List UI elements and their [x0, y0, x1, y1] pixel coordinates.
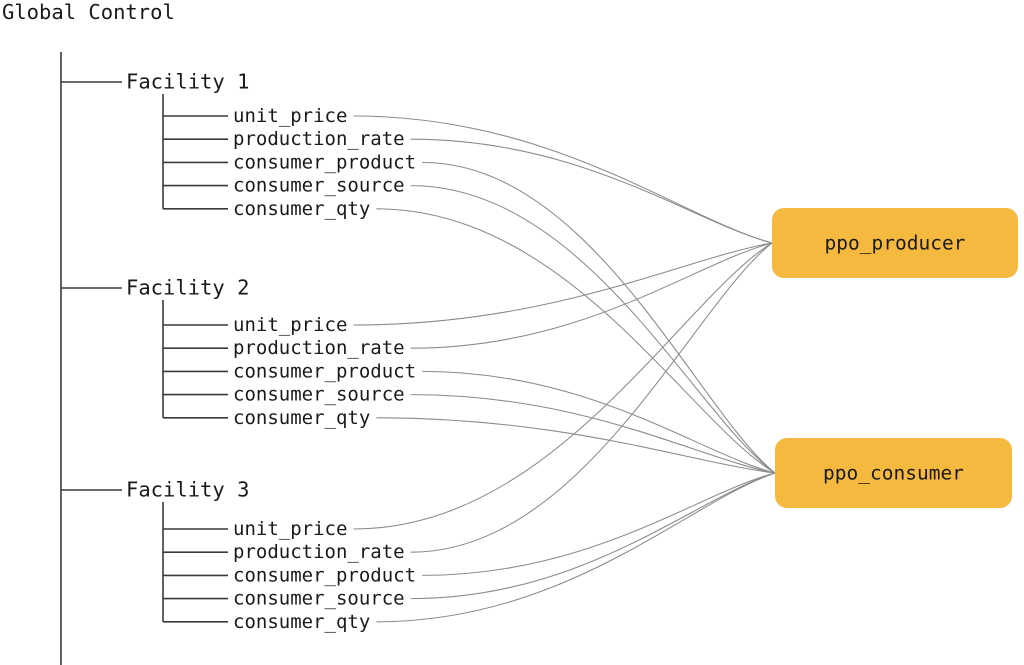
policy-node-ppo_producer[interactable] [772, 208, 1018, 278]
attribute-label: unit_price [233, 518, 347, 540]
attribute-to-policy-connector [410, 242, 773, 349]
policy-node-ppo_consumer[interactable] [775, 438, 1012, 508]
attribute-label: production_rate [233, 128, 405, 150]
attribute-label: unit_price [233, 314, 347, 336]
attribute-to-policy-connector [353, 242, 773, 530]
attribute-to-policy-connector [353, 115, 773, 244]
facility-label: Facility 1 [126, 70, 249, 94]
attribute-to-policy-connector [410, 394, 776, 474]
attribute-to-policy-connector [410, 472, 776, 600]
attribute-to-policy-connector [376, 208, 776, 474]
attribute-to-policy-connector [410, 242, 773, 553]
attribute-label: consumer_qty [233, 611, 370, 633]
attribute-label: consumer_source [233, 175, 405, 197]
attribute-label: consumer_qty [233, 407, 370, 429]
facility-label: Facility 3 [126, 478, 249, 502]
attribute-to-policy-connector [422, 472, 776, 576]
tree-line-group [60, 52, 228, 665]
attribute-label: consumer_qty [233, 198, 370, 220]
attribute-to-policy-connector [376, 472, 776, 623]
attribute-label: consumer_product [233, 151, 416, 173]
attribute-label: consumer_source [233, 384, 405, 406]
attribute-to-policy-connector [376, 417, 776, 474]
attribute-to-policy-connector [410, 185, 776, 474]
attribute-label: consumer_product [233, 564, 416, 586]
attribute-label: production_rate [233, 337, 405, 359]
policy-node-label: ppo_producer [825, 232, 966, 255]
attribute-label: consumer_source [233, 588, 405, 610]
policy-node-label: ppo_consumer [823, 462, 964, 485]
root-title: Global Control [2, 0, 175, 24]
attribute-label: unit_price [233, 105, 347, 127]
attribute-to-policy-connector [422, 370, 776, 474]
facility-label: Facility 2 [126, 276, 249, 300]
attribute-to-policy-connector [410, 138, 773, 244]
attribute-to-policy-connector [422, 161, 776, 474]
attribute-to-policy-connector [353, 242, 773, 326]
policy-node-group [772, 208, 1018, 508]
flow-curve-group [353, 115, 776, 623]
attribute-label: consumer_product [233, 360, 416, 382]
attribute-label: production_rate [233, 541, 405, 563]
